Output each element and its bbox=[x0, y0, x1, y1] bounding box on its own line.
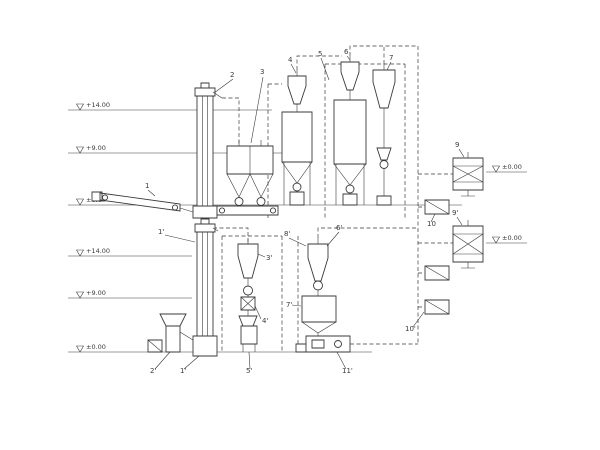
tag-fan-bottom: 10' bbox=[405, 325, 416, 333]
fan-unit-10 bbox=[424, 199, 450, 215]
leader-line bbox=[147, 55, 465, 370]
drum-detail bbox=[452, 220, 484, 269]
feeder-body bbox=[147, 313, 187, 353]
elevator-body bbox=[192, 218, 218, 357]
rotary-valve-icon bbox=[234, 197, 244, 206]
intake-feeder-2p bbox=[147, 313, 194, 353]
tag-bin-p: 7' bbox=[286, 301, 292, 309]
tag-cyclone-a: 4 bbox=[288, 56, 293, 64]
cyclone-system-6 bbox=[333, 56, 367, 206]
pulley-icon bbox=[171, 204, 179, 211]
hopper-detail bbox=[226, 140, 274, 198]
rotary-valve-icon bbox=[379, 160, 389, 169]
tag-packer-p: 11' bbox=[342, 367, 353, 375]
cyclone-detail bbox=[240, 238, 256, 352]
bucket-elevator-2 bbox=[192, 82, 223, 219]
drum-separator-9 bbox=[452, 152, 484, 197]
tag-cyclone-c: 7 bbox=[389, 54, 393, 62]
screw-conveyor bbox=[216, 205, 279, 216]
pulley-icon bbox=[101, 194, 109, 201]
tag-elevator-p: 1' bbox=[180, 367, 186, 375]
tag-cyclone-b: 6 bbox=[344, 48, 349, 56]
tag-duct: 5 bbox=[318, 50, 322, 58]
elevation-label: +9.00 bbox=[86, 144, 106, 152]
tag-filter-p: 8' bbox=[284, 230, 290, 238]
elevator-detail bbox=[202, 227, 219, 336]
tag-elevator: 2 bbox=[230, 71, 234, 79]
tag-airlock-p: 4' bbox=[262, 317, 268, 325]
bin-body bbox=[301, 295, 337, 323]
tag-elevator-p-top: 1' bbox=[158, 228, 164, 236]
feeder-detail bbox=[147, 331, 194, 353]
cyclone-system-7 bbox=[372, 64, 396, 206]
packing-machine-11p bbox=[295, 333, 351, 353]
cyclone-body bbox=[333, 61, 367, 206]
packer-body bbox=[295, 335, 351, 353]
cyclone-train-3p bbox=[237, 238, 259, 352]
cyclone-system-4 bbox=[281, 70, 313, 206]
conveyor-body bbox=[91, 191, 181, 212]
tag-conveyor: 1 bbox=[145, 182, 149, 190]
screw-end-icon bbox=[269, 207, 277, 214]
elevator-body bbox=[192, 82, 218, 219]
fan-detail bbox=[424, 265, 450, 315]
rotary-valve-icon bbox=[313, 280, 323, 291]
conveyor-chute bbox=[179, 207, 194, 213]
floor-line bbox=[68, 109, 527, 353]
cyclone-body bbox=[307, 243, 329, 282]
cyclone-6p bbox=[307, 238, 329, 291]
rotary-valve-icon bbox=[256, 197, 266, 206]
rotary-valve-icon bbox=[292, 182, 302, 192]
tag-fan-top: 10 bbox=[427, 220, 436, 228]
elevation-label: +9.00 bbox=[86, 289, 106, 297]
tag-twin-hopper: 3 bbox=[260, 68, 264, 76]
elevation-label: +14.00 bbox=[86, 247, 110, 255]
surge-bin-7p bbox=[301, 290, 337, 334]
elevation-label: ±0.00 bbox=[86, 343, 106, 351]
elevation-marker-icon bbox=[75, 103, 501, 353]
tag-drum-bottom: 9' bbox=[452, 209, 458, 217]
tag-cyclone2-p: 6' bbox=[336, 224, 342, 232]
tag-bagger-p: 5' bbox=[246, 367, 252, 375]
tag-drum-top: 9 bbox=[455, 141, 459, 149]
inclined-conveyor-1 bbox=[91, 191, 194, 213]
rotary-valve-icon bbox=[243, 285, 253, 296]
twin-discharge-hopper-3 bbox=[216, 140, 279, 216]
drum-separator-9p bbox=[452, 220, 484, 269]
packer-wheel-icon bbox=[334, 340, 342, 348]
elevation-label: ±0.00 bbox=[502, 163, 522, 171]
elevation-label: ±0.00 bbox=[502, 234, 522, 242]
cyclone-body bbox=[372, 69, 396, 206]
elevation-label: +14.00 bbox=[86, 101, 110, 109]
fan-detail bbox=[424, 199, 450, 215]
leader-lines bbox=[147, 55, 465, 370]
tag-feeder-p: 2' bbox=[150, 367, 156, 375]
rotary-valve-icon bbox=[345, 184, 355, 194]
fan-units-10p bbox=[424, 265, 450, 315]
tag-cyclone-p: 3' bbox=[266, 254, 272, 262]
bucket-elevator-1p bbox=[192, 218, 219, 357]
drum-detail bbox=[452, 152, 484, 197]
screw-end-icon bbox=[218, 207, 226, 214]
equipment-tags: 1 2 3 4 5 6 7 9 10 9' 10' 1' 1' 2' 3' 4'… bbox=[145, 48, 459, 375]
